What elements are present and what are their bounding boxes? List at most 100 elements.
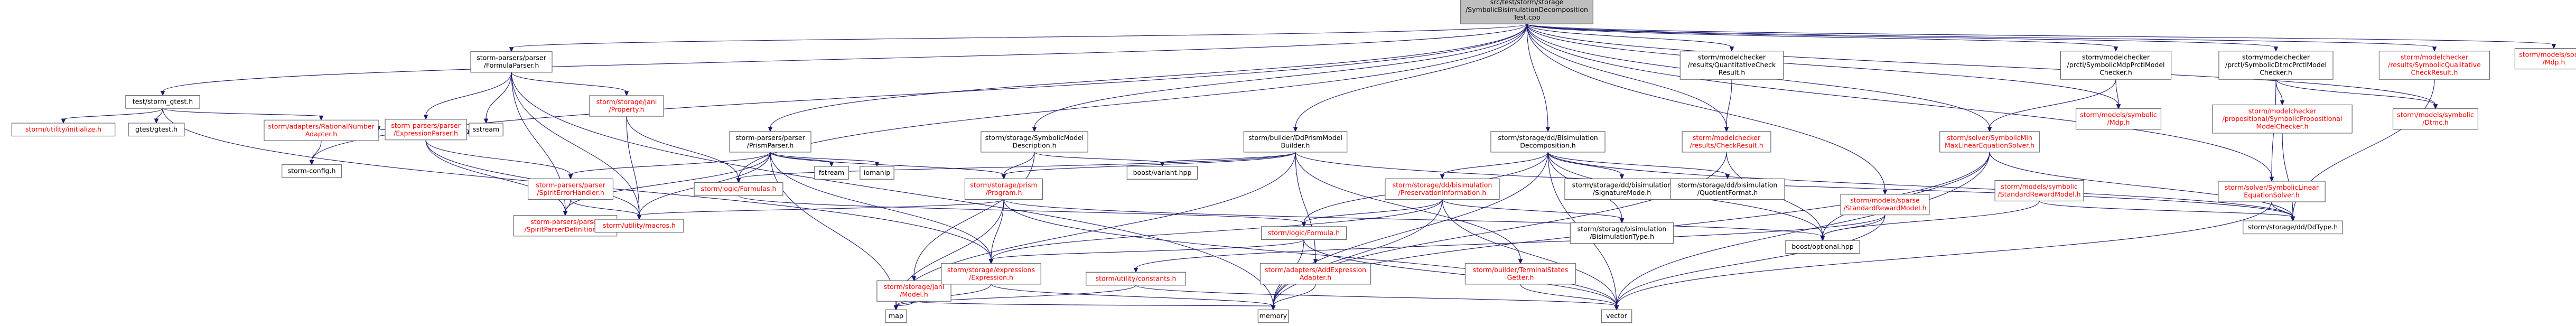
node-box <box>694 182 783 196</box>
node-sigmode[interactable]: storm/storage/dd/bisimulation/SignatureM… <box>1564 178 1679 200</box>
node-symbolicdtmcprctl[interactable]: storm/modelchecker/prctl/SymbolicDtmcPrc… <box>2218 51 2334 80</box>
node-box <box>589 95 664 117</box>
node-label-line: Adapter.h <box>1300 273 1331 281</box>
node-label-line: storm/storage/SymbolicModel <box>985 134 1084 142</box>
node-label-line: Getter.h <box>1507 273 1534 281</box>
edge-root-to-symbolic_mdp <box>1526 24 2121 109</box>
node-box <box>860 166 894 180</box>
edge-arrowhead <box>624 91 629 97</box>
edge-line <box>626 116 739 179</box>
edge-line <box>1989 152 2293 218</box>
node-label-line: storm/models/symbolic <box>2080 111 2157 119</box>
edge-line <box>1526 24 2272 178</box>
node-box <box>1601 309 1632 323</box>
node-fstream: fstream <box>814 166 849 180</box>
edge-prismparser-to-iomanip <box>770 152 880 167</box>
node-box <box>729 131 811 153</box>
edge-line <box>770 152 897 306</box>
node-box <box>128 123 185 137</box>
edge-arrowhead <box>1987 127 1992 133</box>
node-utility_init: storm/utility/initialize.h <box>11 123 116 137</box>
node-vector: vector <box>1601 309 1632 323</box>
node-label-line: storm/utility/macros.h <box>603 221 676 229</box>
edge-line <box>1547 152 1622 175</box>
node-label-line: map <box>889 312 903 320</box>
node-formulaparser[interactable]: storm-parsers/parser/FormulaParser.h <box>470 51 553 73</box>
node-prismparser[interactable]: storm-parsers/parser/PrismParser.h <box>729 131 811 153</box>
node-storage_jani_property: storm/storage/jani/Property.h <box>589 95 664 117</box>
edge-sparse_srm-to-utility_constants <box>1133 215 1886 273</box>
node-label-line: CheckResult.h <box>2411 69 2458 77</box>
node-bisimtype[interactable]: storm/storage/bisimulation/BisimulationT… <box>1570 222 1674 244</box>
node-label-line: storm/storage/bisimulation <box>1578 225 1667 233</box>
node-box <box>1490 131 1606 153</box>
edge-arrowhead <box>1882 190 1888 195</box>
node-ddtype[interactable]: storm/storage/dd/DdType.h <box>2243 220 2343 235</box>
node-box <box>1126 166 1198 180</box>
node-label-line: /prctl/SymbolicDtmcPrctlModel <box>2225 61 2327 69</box>
edge-arrowhead <box>2280 100 2285 106</box>
edge-line <box>1003 152 1035 175</box>
edge-arrowhead <box>2433 104 2438 109</box>
edge-line <box>1526 24 1727 128</box>
node-box <box>1564 178 1679 200</box>
edge-prismparser-to-spirit_error <box>568 152 771 180</box>
node-box <box>1939 131 2040 153</box>
edge-line <box>565 152 771 212</box>
edge-line <box>1526 24 1886 191</box>
node-label-line: storm/solver/SymbolicMin <box>1947 134 2032 142</box>
node-test_gtest[interactable]: test/storm_gtest.h <box>125 95 200 109</box>
edge-line <box>738 152 1296 180</box>
node-sparse_mdp: storm/models/sparse/Mdp.h <box>2514 48 2576 70</box>
node-boost_variant: boost/variant.hpp <box>1126 166 1198 180</box>
node-quantresult[interactable]: storm/modelchecker/results/QuantitativeC… <box>1679 51 1784 80</box>
node-label-line: Description.h <box>1012 141 1056 149</box>
node-sstream: sstream <box>469 123 503 137</box>
edge-symbolic_linsolver-to-vector <box>1614 201 2272 311</box>
edge-root-to-ddprismbuilder <box>1293 24 1527 133</box>
edge-line <box>913 152 1035 277</box>
node-label-line: MaxLinearEquationSolver.h <box>1945 141 2034 149</box>
node-box <box>1670 178 1785 200</box>
edge-utility_constants-to-vector <box>1135 285 1619 311</box>
edge-arrowhead <box>1271 305 1276 311</box>
edge-terminalstates-to-vector <box>1520 284 1619 311</box>
edge-root-to-formulaparser <box>509 23 1527 52</box>
node-box <box>1840 194 1930 216</box>
edge-line <box>1547 152 2293 218</box>
edge-arrowhead <box>736 178 741 183</box>
node-label-line: /StandardRewardModel.h <box>1843 204 1926 212</box>
node-quotientformat[interactable]: storm/storage/dd/bisimulation/QuotientFo… <box>1670 178 1785 200</box>
node-symbolicmdpprctl[interactable]: storm/modelchecker/prctl/SymbolicMdpPrct… <box>2060 51 2172 80</box>
edge-arrowhead <box>2290 216 2295 222</box>
edge-root-to-quantresult <box>1526 24 1734 52</box>
edge-prop_symbolic_checker-to-ddtype <box>2282 133 2295 222</box>
edge-arrowhead <box>1619 218 1625 223</box>
node-memory: memory <box>1257 309 1289 323</box>
node-label-line: storm/modelchecker <box>2248 107 2317 115</box>
node-label-line: storm/modelchecker <box>2401 53 2469 61</box>
edge-test_gtest-to-utility_init <box>61 108 163 124</box>
edge-arrowhead <box>911 276 917 282</box>
edge-ddbisim-to-preservationinfo <box>1440 152 1548 180</box>
node-ddbisim[interactable]: storm/storage/dd/BisimulationDecompositi… <box>1490 131 1606 153</box>
node-label-line: test/storm_gtest.h <box>133 98 193 106</box>
node-box <box>527 178 614 200</box>
edge-line <box>1526 23 2276 48</box>
edge-storage_prism_program-to-vector <box>1003 199 1619 311</box>
edge-line <box>511 23 1527 49</box>
edge-arrowhead <box>1614 305 1619 311</box>
edge-formulaparser-to-storage_jani_property <box>511 72 629 97</box>
edge-line <box>991 199 1004 260</box>
edge-preservationinfo-to-logic_formula <box>1301 199 1443 228</box>
edge-line <box>486 72 512 120</box>
node-symbolic_mdp: storm/models/symbolic/Mdp.h <box>2075 108 2162 130</box>
nodes-layer: src/test/storm/storage/SymbolicBisimulat… <box>11 0 2576 323</box>
edge-line <box>770 152 1004 175</box>
edge-line <box>1822 215 1886 237</box>
node-box <box>2378 51 2490 80</box>
node-sparse_srm: storm/models/sparse/StandardRewardModel.… <box>1840 194 1930 216</box>
node-box <box>2060 51 2172 80</box>
